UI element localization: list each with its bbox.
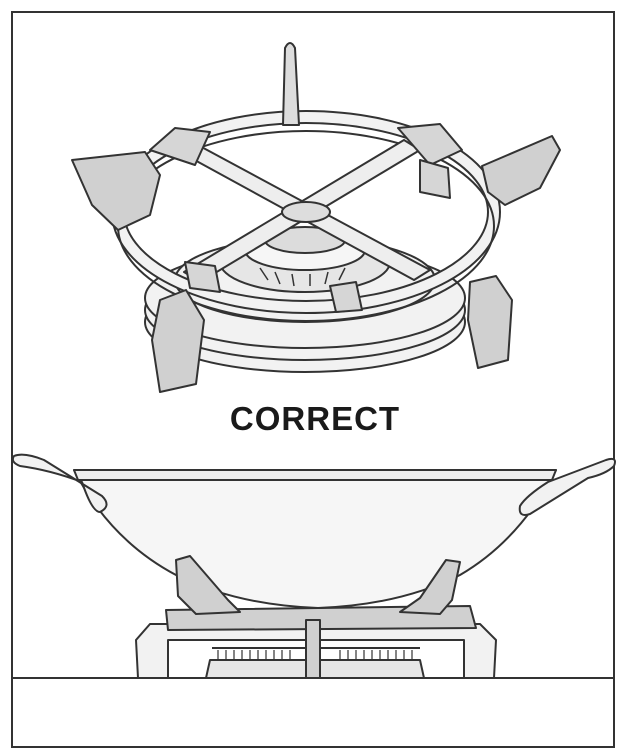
center-post [305, 619, 321, 679]
side-fin-right [481, 135, 561, 206]
ring-clip-right [397, 123, 463, 166]
ring-clip-front-right [329, 281, 363, 313]
wok-support-ring-illustration [71, 42, 561, 393]
ring-clip-left [149, 127, 211, 166]
support-ring-bar [165, 605, 477, 631]
ring-fin-left [175, 555, 241, 615]
wok-handle-right [518, 457, 616, 516]
front-leg-right [467, 275, 513, 369]
ring-clip-front-left [184, 261, 221, 293]
ring-fin-right [399, 559, 461, 615]
side-fin-left [71, 151, 161, 231]
front-leg-left [151, 289, 205, 393]
wok-on-ring-illustration [11, 453, 616, 679]
wok-rim [73, 469, 557, 481]
caption-correct: CORRECT [229, 400, 401, 437]
wok-handle-left [11, 453, 108, 513]
ring-clip-back-right [419, 159, 451, 199]
top-post [282, 42, 300, 126]
